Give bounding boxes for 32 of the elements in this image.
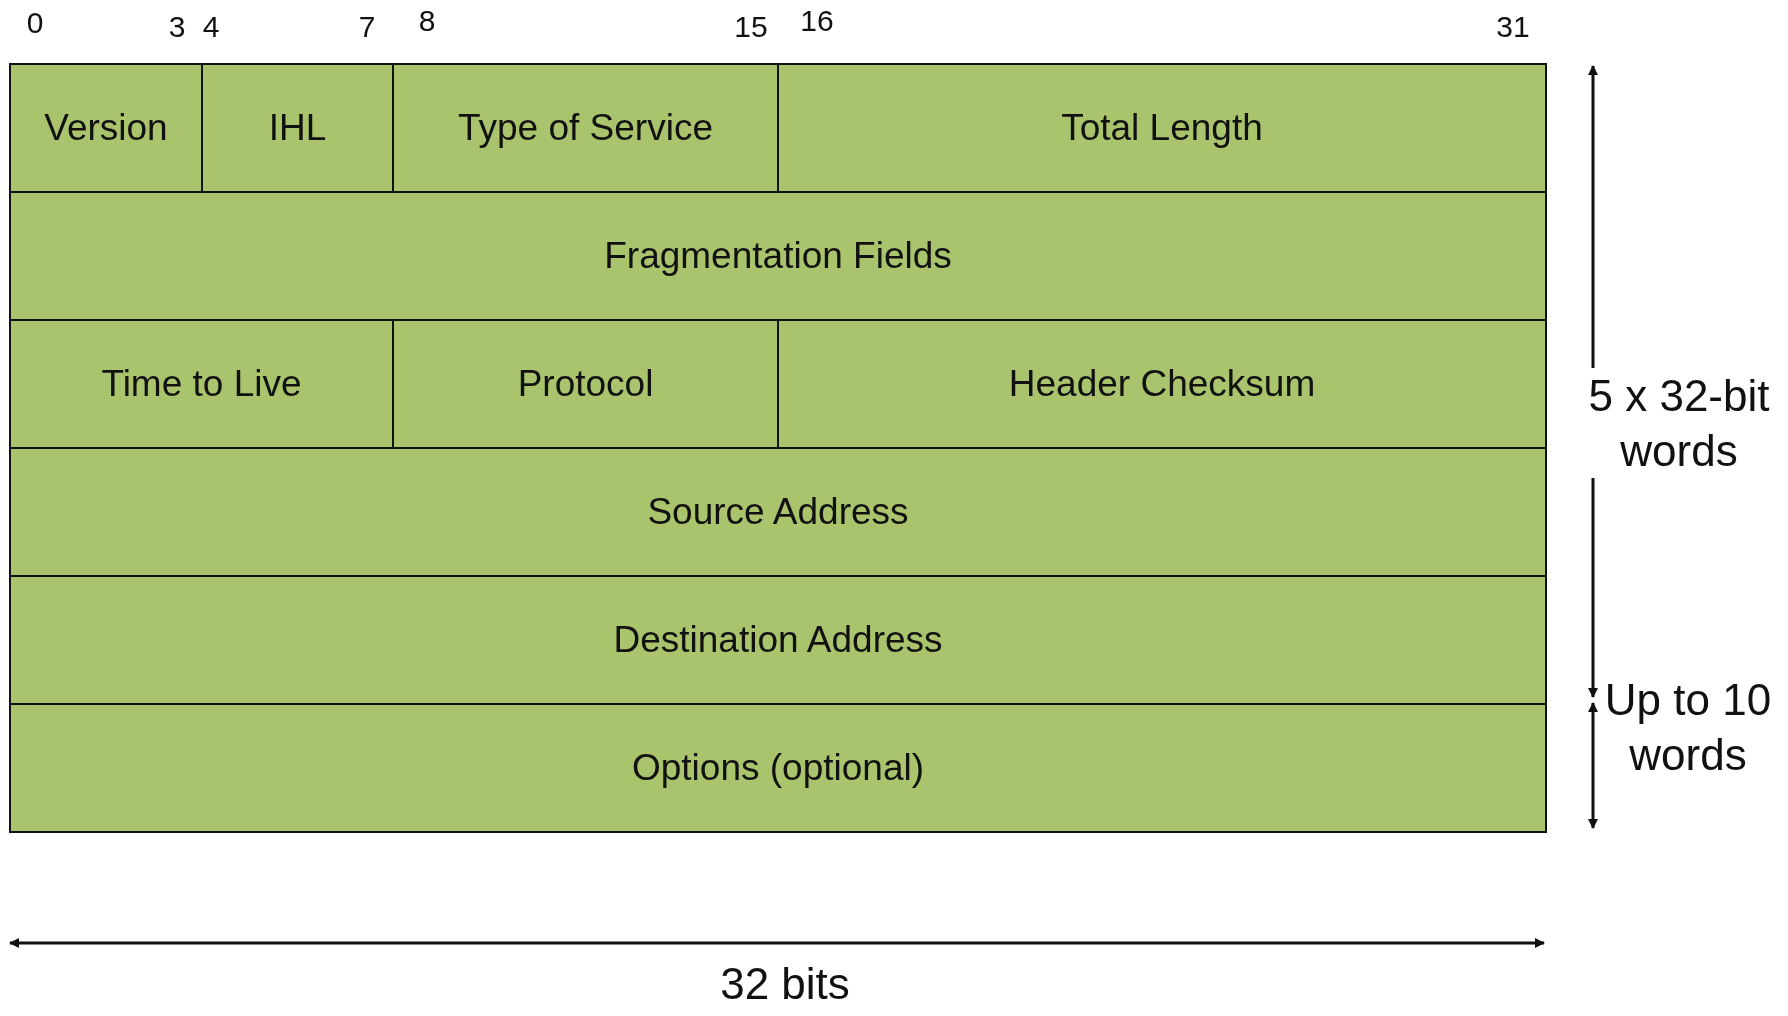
field-name: Header Checksum [1008, 363, 1316, 405]
header-field-cell [9, 703, 1547, 833]
dimension-label: 32 bits [719, 958, 851, 1010]
field-name: Total Length [1061, 107, 1263, 149]
bit-number: 15 [733, 9, 769, 45]
bit-number: 3 [167, 9, 187, 45]
header-field-cell [201, 63, 394, 193]
bit-number: 0 [25, 5, 45, 41]
header-field-cell [9, 575, 1547, 705]
dimension-label: Up to 10 words [1603, 674, 1773, 781]
header-field-cell [392, 63, 779, 193]
field-name: Source Address [647, 491, 909, 533]
header-field-cell [392, 319, 779, 449]
header-field-cell [9, 191, 1547, 321]
field-name: Destination Address [613, 619, 943, 661]
bit-number: 16 [799, 3, 835, 39]
header-field-cell [9, 447, 1547, 577]
field-name: Options (optional) [631, 747, 924, 789]
header-field-cell [777, 63, 1547, 193]
bit-number: 8 [417, 3, 437, 39]
bit-number: 31 [1495, 9, 1531, 45]
bit-number: 4 [201, 9, 221, 45]
field-name: IHL [268, 107, 327, 149]
header-field-cell [9, 319, 394, 449]
header-field-cell [9, 63, 203, 193]
bit-number: 7 [357, 9, 377, 45]
field-name: Fragmentation Fields [604, 235, 952, 277]
field-name: Type of Service [458, 107, 713, 149]
field-name: Version [44, 107, 168, 149]
field-name: Protocol [517, 363, 654, 405]
header-field-cell [777, 319, 1547, 449]
field-name: Time to Live [101, 363, 302, 405]
